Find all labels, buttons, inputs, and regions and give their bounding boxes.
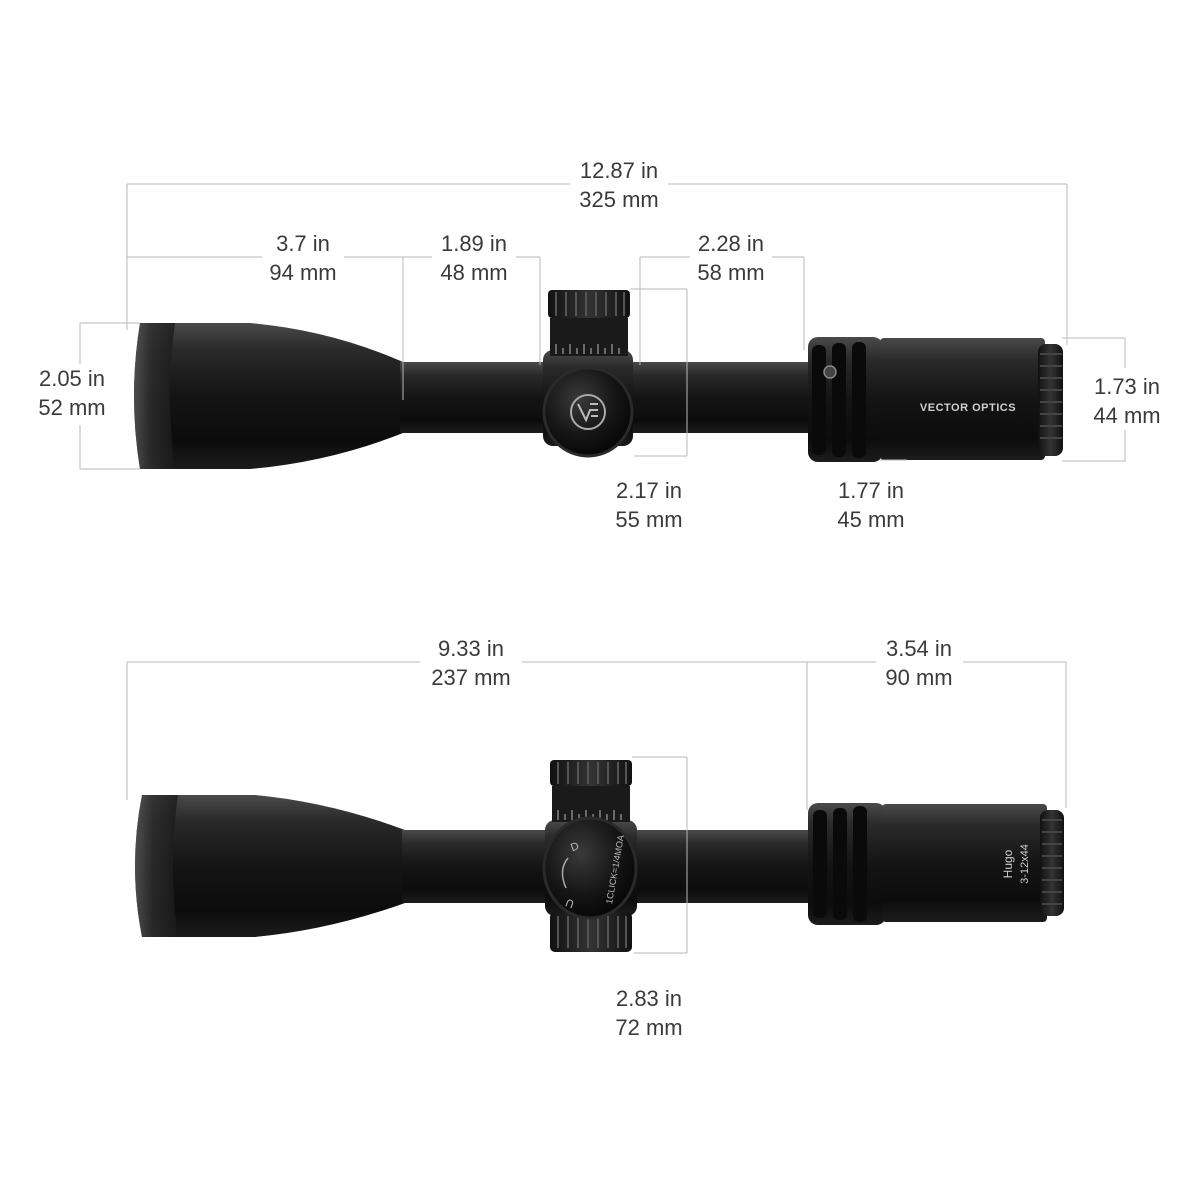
vector-optics-logo-icon: [570, 394, 606, 430]
side-front-length-label: 9.33 in 237 mm: [425, 634, 517, 692]
eyepiece-diameter-mm: 44 mm: [1093, 403, 1161, 428]
side-eyepiece-length-label: 3.54 in 90 mm: [879, 634, 959, 692]
eyepiece-diopter-side: [1040, 810, 1064, 916]
objective-diameter-mm: 52 mm: [38, 395, 106, 420]
eyepiece-diameter-label: 1.73 in 44 mm: [1087, 372, 1167, 430]
scope-top-view: VECTOR OPTICS: [134, 290, 1063, 469]
elevation-turret-side-knurl: [550, 760, 632, 786]
objective-bell: [134, 323, 403, 469]
windage-cap: [542, 366, 634, 458]
power-ring-diameter-label: 1.77 in 45 mm: [831, 476, 911, 534]
power-ring-diameter-in: 1.77 in: [837, 478, 905, 503]
eyepiece-diopter: [1038, 344, 1063, 456]
objective-diameter-in: 2.05 in: [38, 366, 106, 391]
turret-width-in: 2.17 in: [615, 478, 683, 503]
objective-bell-side: [135, 795, 405, 937]
rear-tube-length-label: 2.28 in 58 mm: [691, 229, 771, 287]
dimension-lines: [79, 183, 1126, 954]
model-name: Hugo: [1001, 849, 1015, 878]
objective-length-mm: 94 mm: [269, 260, 337, 285]
power-ring-diameter-mm: 45 mm: [837, 507, 905, 532]
total-length-in: 12.87 in: [579, 158, 659, 183]
turret-height-mm: 72 mm: [615, 1015, 683, 1040]
total-length-mm: 325 mm: [579, 187, 659, 212]
front-tube-length-in: 1.89 in: [440, 231, 508, 256]
side-eyepiece-length-in: 3.54 in: [885, 636, 953, 661]
eyepiece: [880, 338, 1045, 460]
turret-width-label: 2.17 in 55 mm: [609, 476, 689, 534]
total-length-label: 12.87 in 325 mm: [573, 156, 665, 214]
turret-arrow-icon: [561, 857, 569, 889]
rear-tube-length-in: 2.28 in: [697, 231, 765, 256]
turret-width-mm: 55 mm: [615, 507, 683, 532]
objective-length-in: 3.7 in: [276, 231, 330, 256]
side-eyepiece-length-mm: 90 mm: [885, 665, 953, 690]
turret-height-label: 2.83 in 72 mm: [609, 984, 689, 1042]
bottom-turret: [550, 912, 632, 952]
eyepiece-diameter-in: 1.73 in: [1093, 374, 1161, 399]
elevation-turret-scale: [550, 318, 628, 356]
front-tube-length-mm: 48 mm: [440, 260, 508, 285]
objective-length-label: 3.7 in 94 mm: [263, 229, 343, 287]
side-front-length-mm: 237 mm: [431, 665, 511, 690]
turret-height-in: 2.83 in: [615, 986, 683, 1011]
eyepiece-side: [882, 804, 1047, 922]
model-spec: 3-12x44: [1019, 844, 1031, 884]
turret-letter-down: D: [569, 840, 581, 854]
windage-cap-side: [542, 816, 638, 920]
rear-tube-length-mm: 58 mm: [697, 260, 765, 285]
elevation-turret-knurl: [548, 290, 630, 318]
brand-label: VECTOR OPTICS: [920, 402, 1016, 414]
front-tube-length-label: 1.89 in 48 mm: [434, 229, 514, 287]
objective-diameter-label: 2.05 in 52 mm: [32, 364, 112, 422]
turret-letter-up: U: [564, 896, 576, 910]
scope-side-view: D U 1CLICK=1/4MOA Hugo 3-12x44: [135, 760, 1064, 952]
side-front-length-in: 9.33 in: [437, 636, 505, 661]
